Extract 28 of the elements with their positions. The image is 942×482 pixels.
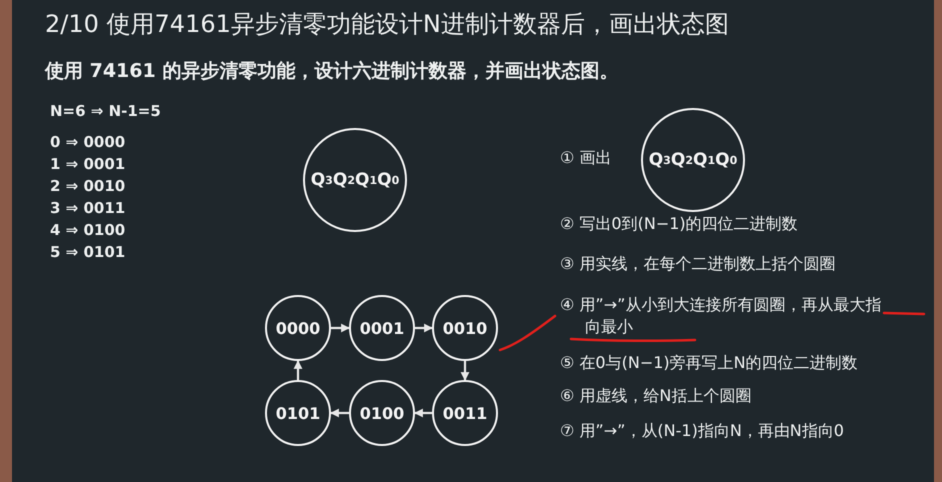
step-text: ⑤ 在0与(N−1)旁再写上N的四位二进制数	[560, 353, 858, 374]
state-circle: 0000	[265, 295, 331, 361]
title: 2/10 使用74161异步清零功能设计N进制计数器后，画出状态图	[45, 9, 729, 40]
mapping-text: 1 ⇒ 0001	[50, 155, 126, 173]
arrow	[460, 361, 470, 381]
step-text: ⑥ 用虚线，给N括上个圆圈	[560, 386, 752, 407]
mapping-text: 5 ⇒ 0101	[50, 243, 126, 261]
formula-text: N=6 ⇒ N-1=5	[50, 102, 161, 120]
state-circle: 0101	[265, 380, 331, 446]
arrow	[294, 360, 302, 380]
state-circle: 0010	[432, 295, 498, 361]
state-circle: 0001	[349, 295, 415, 361]
mapping-text: 2 ⇒ 0010	[50, 177, 126, 195]
arrow	[330, 408, 349, 418]
mapping-text: 0 ⇒ 0000	[50, 133, 126, 151]
state-circle: 0100	[349, 380, 415, 446]
mapping-text: 3 ⇒ 0011	[50, 199, 126, 217]
step-text: ④ 用”→”从小到大连接所有圆圈，再从最大指向最小	[560, 294, 882, 338]
mapping-text: 4 ⇒ 0100	[50, 221, 126, 239]
subtitle: 使用 74161 的异步清零功能，设计六进制计数器，并画出状态图。	[45, 59, 618, 84]
step-text: ⑦ 用”→”，从(N-1)指向N，再由N指向0	[560, 421, 844, 442]
arrow	[415, 324, 433, 332]
step-text: ③ 用实线，在每个二进制数上括个圆圈	[560, 254, 836, 275]
arrow	[331, 324, 350, 332]
arrow	[414, 408, 432, 418]
state-circle: 0011	[432, 380, 498, 446]
step-text: ② 写出0到(N−1)的四位二进制数	[560, 214, 798, 235]
step-text: ① 画出	[560, 148, 612, 169]
